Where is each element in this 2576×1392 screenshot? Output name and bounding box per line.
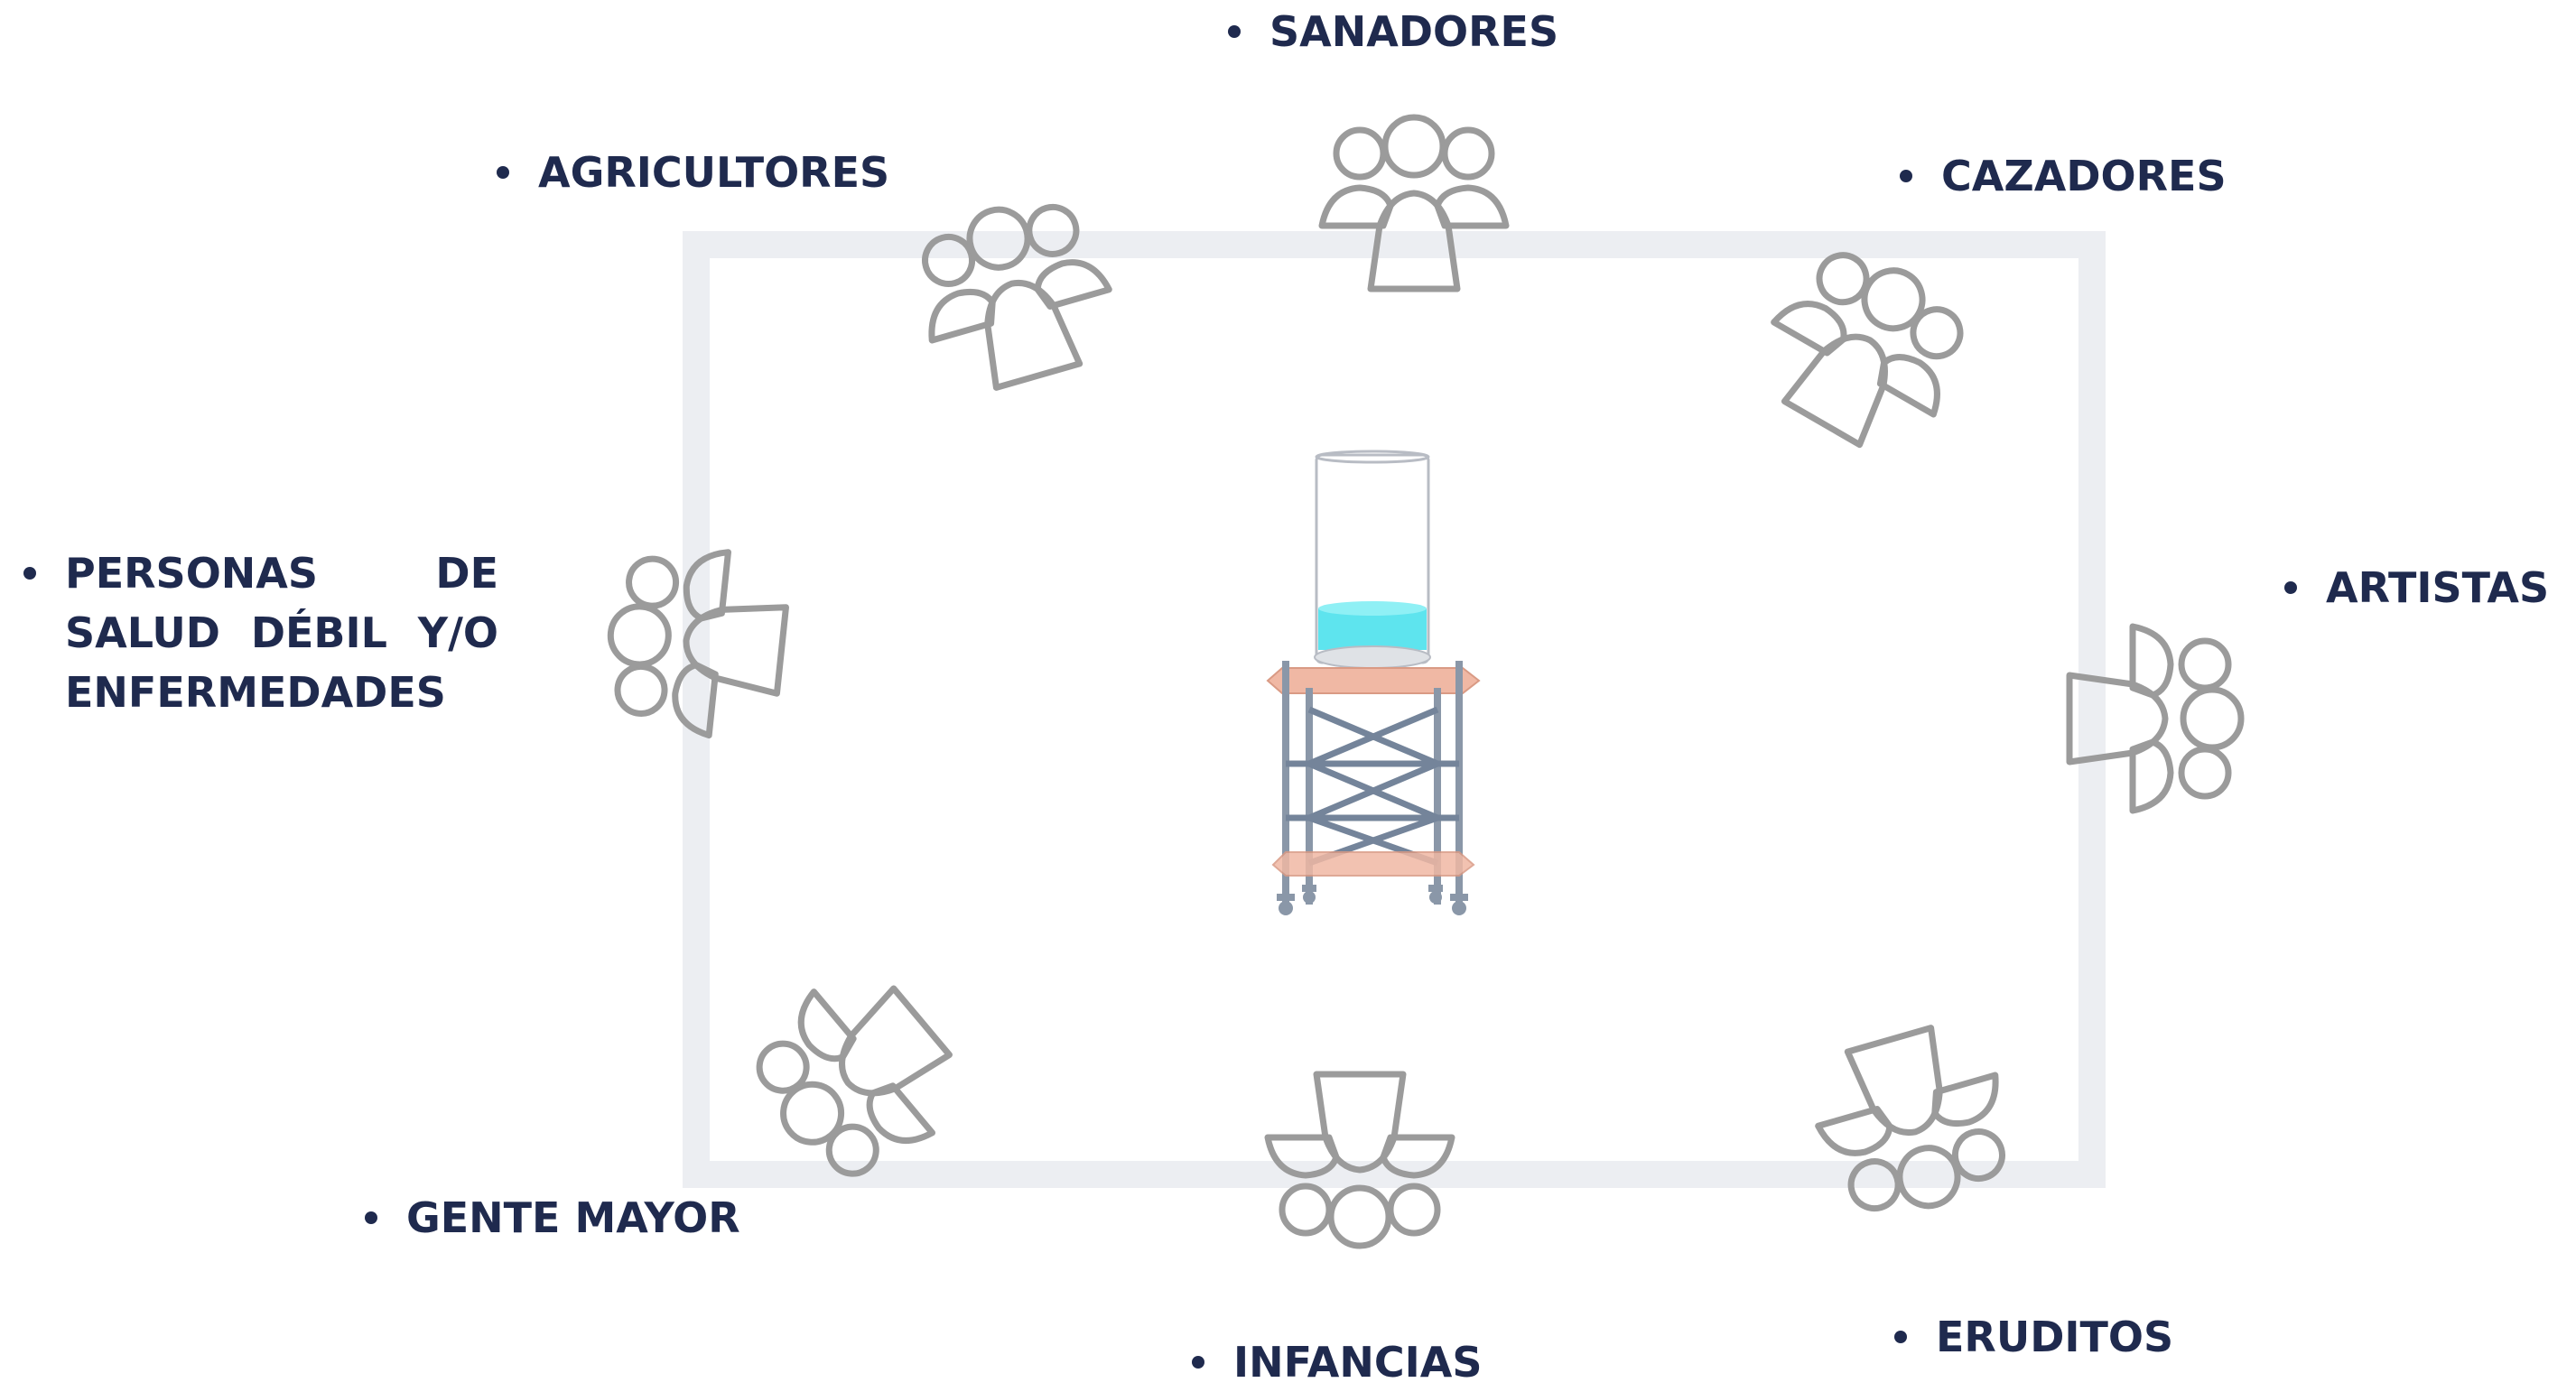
people-group-icon	[1242, 1065, 1477, 1264]
label-artistas: ARTISTAS	[2284, 558, 2549, 617]
label-cazadores: CAZADORES	[1900, 146, 2227, 206]
label-sanadores: SANADORES	[1228, 2, 1558, 61]
people-group-icon	[1297, 99, 1531, 298]
bullet-icon	[1192, 1356, 1204, 1369]
bullet-icon	[1228, 25, 1241, 38]
people-group-icon	[701, 926, 1004, 1234]
people-group-icon	[581, 514, 803, 768]
label-eruditos: ERUDITOS	[1894, 1307, 2173, 1367]
bullet-icon	[365, 1211, 377, 1224]
people-group-icon	[2060, 601, 2259, 836]
people-group-icon	[873, 161, 1154, 416]
label-infancias: INFANCIAS	[1192, 1332, 1482, 1392]
community-frame	[683, 231, 2106, 1188]
water-tank-tower-icon	[1264, 448, 1481, 917]
people-group-icon	[1716, 200, 2018, 490]
bullet-icon	[497, 166, 509, 179]
label-gente-mayor: GENTE MAYOR	[365, 1188, 740, 1248]
bullet-icon	[1900, 170, 1912, 182]
label-personas-salud-debil: PERSONAS DE SALUD DÉBIL Y/O ENFERMEDADES	[23, 543, 498, 722]
bullet-icon	[1894, 1331, 1907, 1343]
people-group-icon	[1774, 998, 2055, 1254]
bullet-icon	[23, 567, 36, 580]
bullet-icon	[2284, 581, 2297, 594]
label-agricultores: AGRICULTORES	[497, 143, 889, 202]
